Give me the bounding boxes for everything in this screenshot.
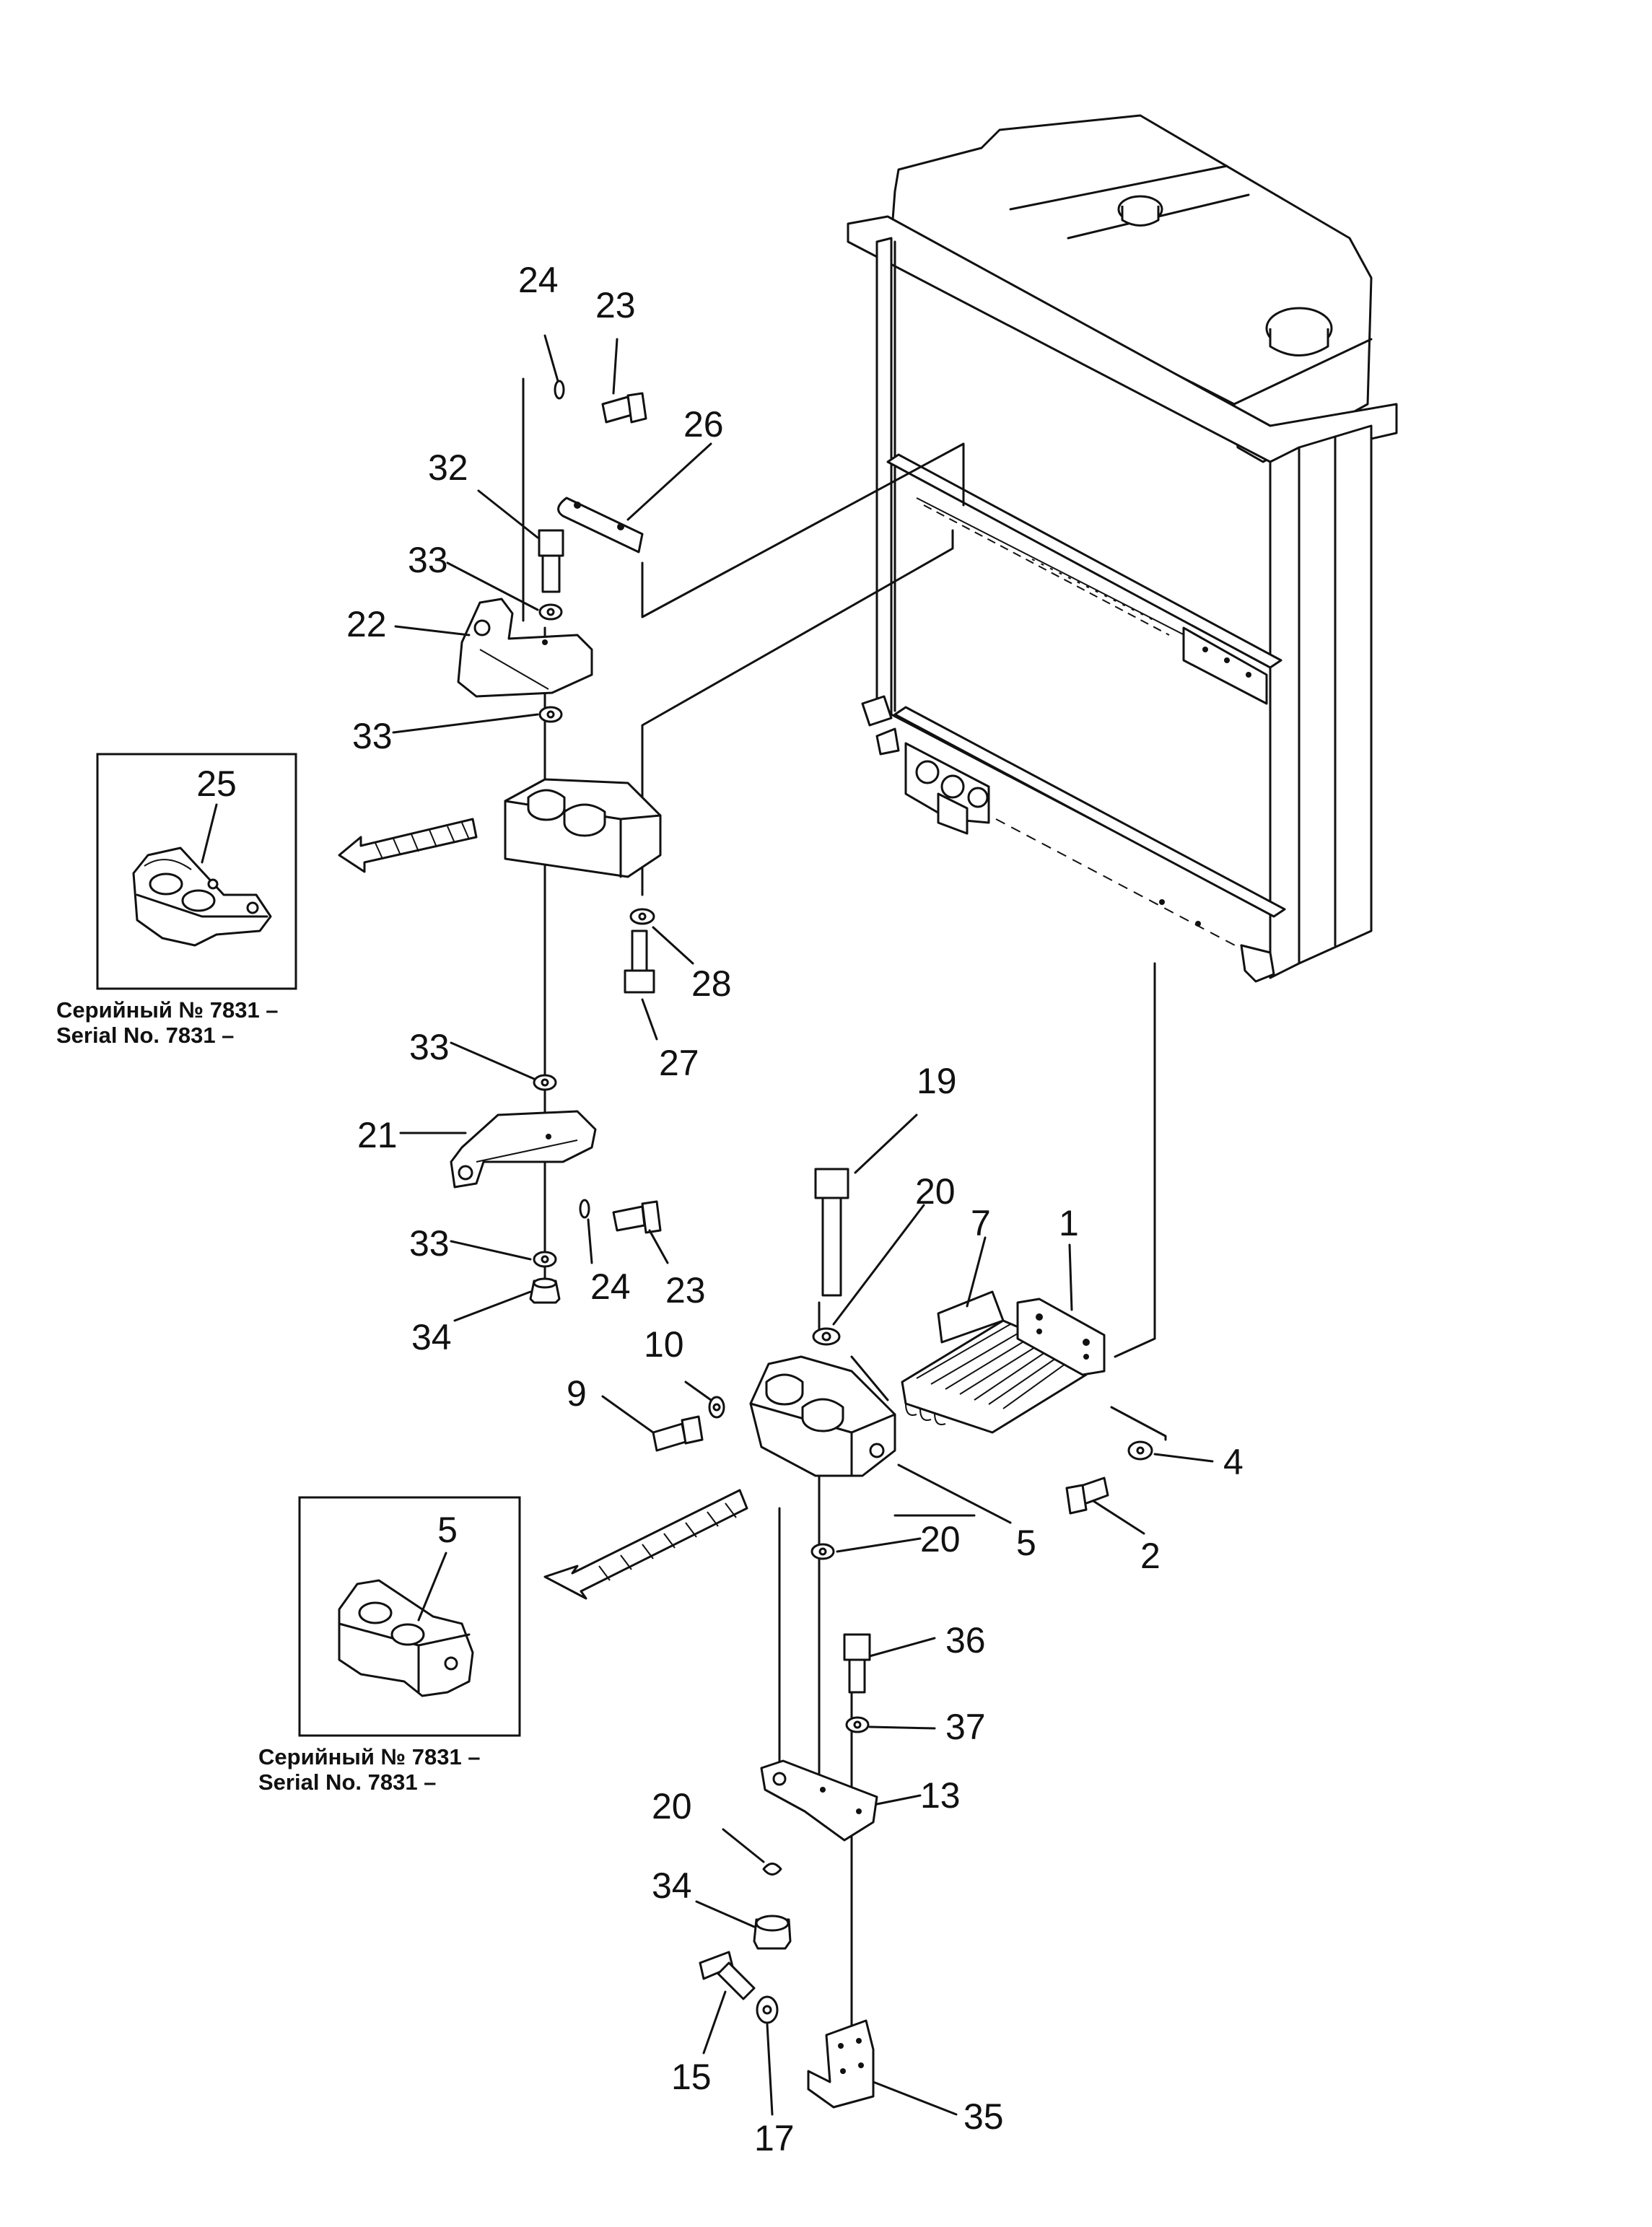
callout-24: 24 <box>518 260 559 300</box>
inset-serial-7831-upper: 25 Серийный № 7831 – Serial No. 7831 – <box>56 753 297 1048</box>
callout-22: 22 <box>346 604 387 644</box>
callout-5: 5 <box>1016 1523 1036 1563</box>
callout-32: 32 <box>428 447 468 488</box>
callout-35: 35 <box>963 2096 1004 2137</box>
callout-15: 15 <box>671 2057 712 2097</box>
callout-33: 33 <box>408 540 448 580</box>
callout-33: 33 <box>409 1027 450 1067</box>
radiator-assembly <box>847 114 1398 983</box>
inset-serial-7831-lower: 5 Серийный № 7831 – Serial No. 7831 – <box>258 1496 521 1795</box>
callout-2: 2 <box>1140 1536 1161 1576</box>
callout-33: 33 <box>409 1223 450 1264</box>
callout-21: 21 <box>357 1115 398 1155</box>
callout-20: 20 <box>652 1786 692 1826</box>
callout-36: 36 <box>945 1620 986 1661</box>
callout-13: 13 <box>920 1775 961 1816</box>
callout-1: 1 <box>1059 1203 1079 1243</box>
callout-23: 23 <box>595 285 636 325</box>
callout-27: 27 <box>659 1043 699 1083</box>
leader-lines <box>392 334 1214 2116</box>
callout-23: 23 <box>665 1270 706 1311</box>
callout-33: 33 <box>352 716 393 756</box>
upper-mount-assembly <box>338 377 965 1304</box>
inset-caption-en: Serial No. 7831 – <box>56 1023 234 1048</box>
callout-24: 24 <box>590 1266 631 1307</box>
callout-19: 19 <box>917 1061 957 1101</box>
callout-34: 34 <box>652 1865 692 1906</box>
callout-7: 7 <box>971 1203 991 1243</box>
callout-20: 20 <box>920 1519 961 1559</box>
callout-20: 20 <box>915 1171 956 1212</box>
inset-callout-5: 5 <box>437 1510 458 1550</box>
callout-labels: 24 23 26 32 33 22 33 28 27 33 21 19 20 7… <box>346 260 1244 2158</box>
lower-mount-assembly <box>543 962 1167 2109</box>
inset-caption-en: Serial No. 7831 – <box>258 1769 436 1795</box>
callout-26: 26 <box>683 404 724 445</box>
inset-caption-ru: Серийный № 7831 – <box>56 997 279 1023</box>
callout-17: 17 <box>754 2118 795 2158</box>
inset-callout-25: 25 <box>196 764 237 804</box>
callout-28: 28 <box>691 963 732 1004</box>
callout-34: 34 <box>411 1317 452 1357</box>
inset-caption-ru: Серийный № 7831 – <box>258 1744 481 1769</box>
callout-37: 37 <box>945 1707 986 1747</box>
callout-4: 4 <box>1223 1442 1244 1482</box>
callout-10: 10 <box>644 1324 684 1365</box>
callout-9: 9 <box>567 1373 587 1414</box>
